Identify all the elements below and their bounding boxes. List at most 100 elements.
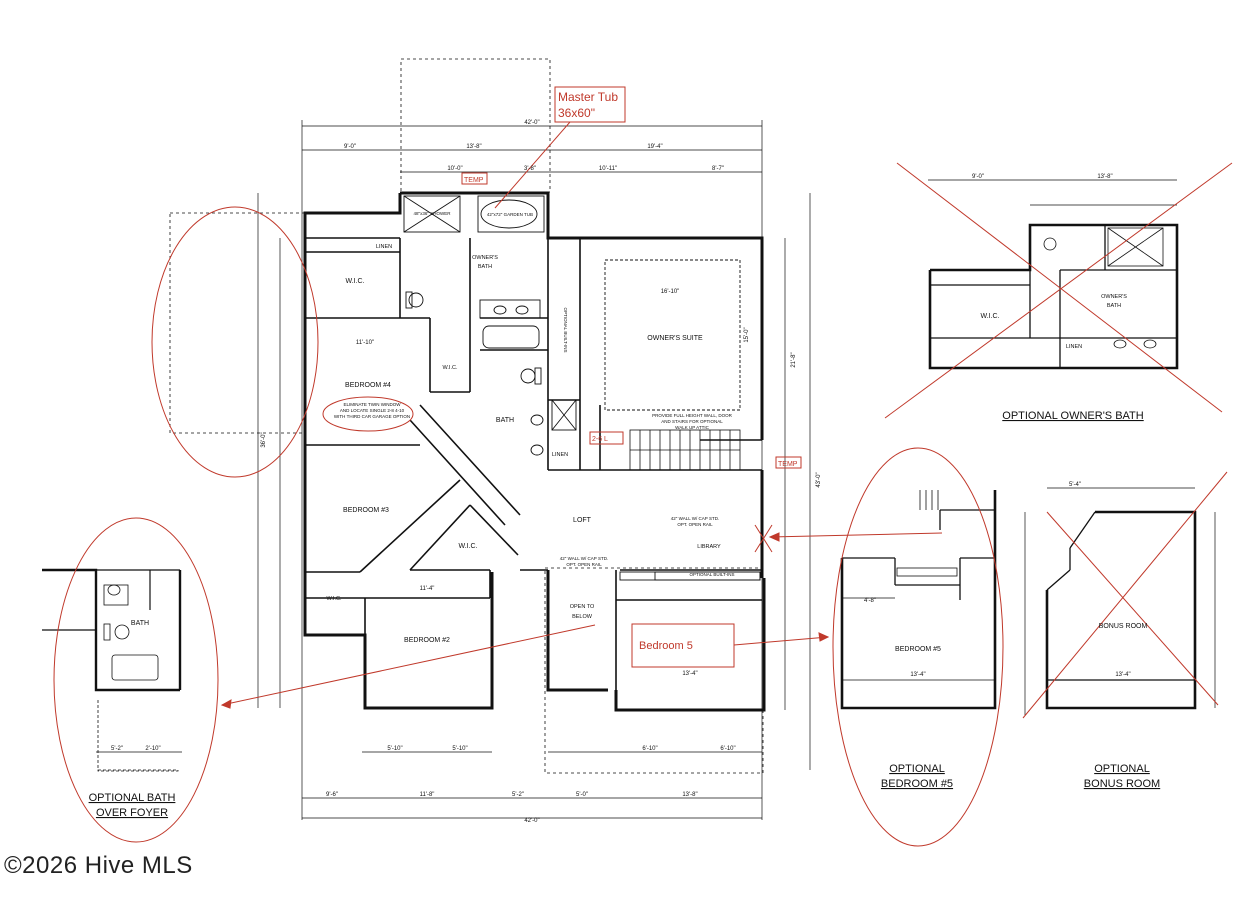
dim-br5-a: 6'-10" xyxy=(642,746,657,752)
arrow-master-tub xyxy=(494,121,571,209)
bf-bath: BATH xyxy=(131,620,149,627)
note-window-line2: AND LOCATE SINGLE 2-8 4-10 xyxy=(340,408,405,413)
ob-bath-line2: BATH xyxy=(1107,303,1121,309)
temp-box-b xyxy=(775,456,802,469)
temp-box-a xyxy=(461,172,488,185)
dim-top-overall: 42'-0" xyxy=(524,120,539,126)
dim-br3-w: 11'-4" xyxy=(420,586,435,592)
bf-title-line2: OVER FOYER xyxy=(96,807,168,819)
interior-walls xyxy=(305,237,762,690)
bf-title-line1: OPTIONAL BATH xyxy=(89,792,176,804)
room-linen-top: LINEN xyxy=(376,244,392,250)
cross-owners-bath-b xyxy=(884,162,1233,419)
ob-wic: W.I.C. xyxy=(980,313,999,320)
dim-br2-b: 5'-10" xyxy=(452,746,467,752)
master-tub-label-line2: 36x60" xyxy=(558,106,595,120)
dim-bot-e: 13'-8" xyxy=(682,792,697,798)
room-open-to-line1: OPEN TO xyxy=(570,604,595,610)
bedroom5-markup-label: Bedroom 5 xyxy=(639,640,693,652)
optional-owners-bath-plan xyxy=(928,179,1179,370)
room-wic-mid: W.I.C. xyxy=(443,365,458,371)
dim-top2-b: 3'-8" xyxy=(524,166,536,172)
room-bedroom4: BEDROOM #4 xyxy=(345,382,391,389)
markup-ellipse-left-wall xyxy=(151,206,319,478)
label-26: 2-6 L xyxy=(592,436,608,443)
temp-label-a: TEMP xyxy=(464,177,484,184)
dim-br5-w: 13'-4" xyxy=(682,671,697,677)
note-rail-line1: 42" WALL W/ CAP STD. xyxy=(560,556,608,561)
arrow-bath-foyer xyxy=(221,624,596,706)
bonus-dim-top: 5'-4" xyxy=(1069,482,1081,488)
optional-bath-foyer-plan xyxy=(42,568,182,772)
note-window-line3: WITH THIRD CAR GARAGE OPTION xyxy=(334,414,410,419)
cross-bonus-a xyxy=(1046,511,1219,706)
room-owners-bath-line2: BATH xyxy=(478,264,492,270)
ob-linen: LINEN xyxy=(1066,344,1082,350)
note-garden-tub: 42"x72" GARDEN TUB xyxy=(487,212,533,217)
label-26-box xyxy=(589,431,624,445)
b5-title-line1: OPTIONAL xyxy=(889,763,945,775)
cross-bonus-b xyxy=(1022,471,1228,719)
note-shelves: OPTIONAL BUILT-INS xyxy=(563,307,568,352)
room-owners-bath-line1: OWNER'S xyxy=(472,255,498,261)
room-owners-suite: OWNER'S SUITE xyxy=(647,335,703,342)
dim-right-a: 21'-8" xyxy=(791,352,797,367)
temp-label-b: TEMP xyxy=(778,461,798,468)
b5-dim-a: 4'-8" xyxy=(864,598,876,604)
room-bedroom3: BEDROOM #3 xyxy=(343,507,389,514)
master-tub-label-line1: Master Tub xyxy=(558,90,618,104)
ob-dim-left: 9'-0" xyxy=(972,174,984,180)
markup-ellipse-window-note xyxy=(322,396,414,432)
dim-suite-w: 16'-10" xyxy=(661,289,680,295)
b5-title-line2: BEDROOM #5 xyxy=(881,778,953,790)
room-wic-top: W.I.C. xyxy=(345,278,364,285)
dimension-lines xyxy=(257,120,811,820)
optional-bonus-plan xyxy=(1024,487,1216,715)
bonus-dim-w: 13'-4" xyxy=(1115,672,1130,678)
arrow-bedroom5 xyxy=(733,636,829,646)
ob-bath-line1: OWNER'S xyxy=(1101,294,1127,300)
room-wic-low: W.I.C. xyxy=(327,596,342,602)
dim-right-b: 43'-0" xyxy=(816,472,822,487)
fixtures xyxy=(403,195,761,581)
note-shower: 48"x36" SHOWER xyxy=(414,211,452,216)
dim-top2-c: 10'-11" xyxy=(599,166,617,172)
room-library: LIBRARY xyxy=(697,544,721,550)
bf-dim-b: 2'-10" xyxy=(145,746,160,752)
markup-ellipse-bath-foyer xyxy=(53,517,219,843)
note-attic-line2: AND STAIRS FOR OPTIONAL xyxy=(661,419,723,424)
dim-top-left: 9'-0" xyxy=(344,144,356,150)
dim-bottom-overall: 42'-0" xyxy=(524,818,539,824)
room-bath: BATH xyxy=(496,417,514,424)
optional-bedroom5-plan xyxy=(840,490,997,710)
b5-room: BEDROOM #5 xyxy=(895,646,941,653)
dim-top-mid: 13'-8" xyxy=(466,144,481,150)
room-linen-mid: LINEN xyxy=(552,452,568,458)
bedroom5-box xyxy=(631,623,735,668)
exterior-walls xyxy=(303,191,766,712)
b5-dim-w: 13'-4" xyxy=(910,672,925,678)
dim-bot-d: 5'-0" xyxy=(576,792,588,798)
dim-br4-w: 11'-10" xyxy=(356,340,374,346)
markup-ellipse-bedroom5 xyxy=(832,447,1004,847)
dim-br5-b: 6'-10" xyxy=(720,746,735,752)
dim-br2-a: 5'-10" xyxy=(387,746,402,752)
cross-owners-bath-a xyxy=(896,162,1223,413)
note-attic-line1: PROVIDE FULL HEIGHT WALL, DOOR xyxy=(652,413,733,418)
note-attic-line3: WALK UP ATTIC xyxy=(675,425,709,430)
bonus-title-line2: BONUS ROOM xyxy=(1084,778,1160,790)
dim-bot-c: 5'-2" xyxy=(512,792,524,798)
note-rail-line3: 42" WALL W/ CAP STD. xyxy=(671,516,719,521)
room-open-to-line2: BELOW xyxy=(572,614,593,620)
ob-title: OPTIONAL OWNER'S BATH xyxy=(1002,410,1144,422)
room-wic-angle: W.I.C. xyxy=(458,543,477,550)
watermark: ©2026 Hive MLS xyxy=(4,852,193,879)
bonus-room: BONUS ROOM xyxy=(1099,623,1148,630)
stair xyxy=(629,429,741,471)
room-bedroom2: BEDROOM #2 xyxy=(404,637,450,644)
note-window-line1: ELIMINATE TWIN WINDOW xyxy=(343,402,401,407)
dim-top2-d: 8'-7" xyxy=(712,166,724,172)
red-markups xyxy=(53,86,1233,847)
note-rail-line4: OPT. OPEN RAIL xyxy=(677,522,713,527)
